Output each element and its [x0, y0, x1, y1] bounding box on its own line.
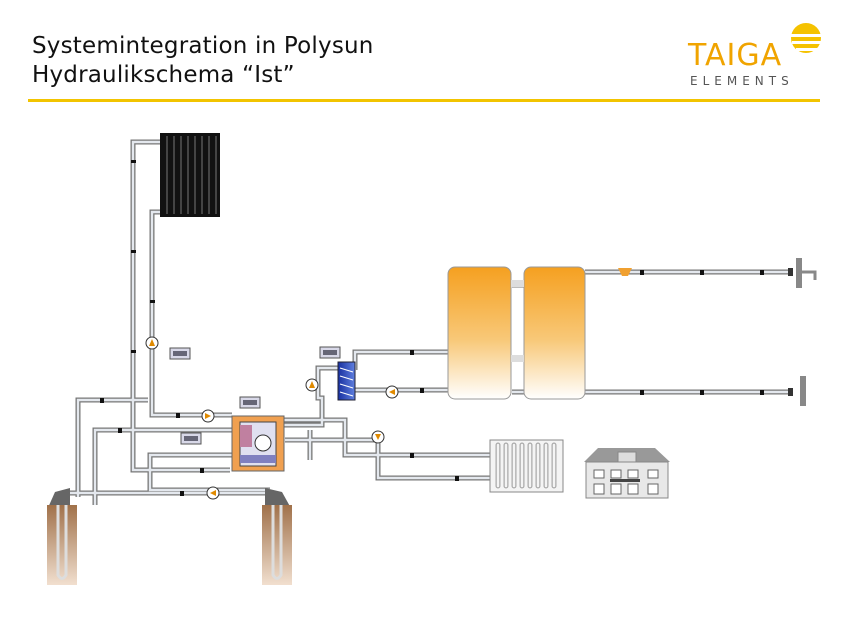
heat-exchanger-icon — [337, 361, 356, 401]
pump-icon — [385, 385, 399, 399]
storage-tank-icon — [447, 266, 586, 400]
page-title: Systemintegration in Polysun — [32, 33, 374, 59]
pump-icon — [206, 486, 220, 500]
controller-icon — [319, 346, 341, 359]
controller-icon — [239, 396, 261, 409]
sun-icon — [788, 23, 828, 53]
house-icon — [584, 448, 670, 499]
pump-icon — [145, 336, 159, 350]
logo-subtitle: ELEMENTS — [690, 74, 794, 88]
controller-icon — [180, 432, 202, 445]
controller-icon — [169, 347, 191, 360]
borehole-icon — [47, 488, 77, 585]
heat-pump-icon — [231, 415, 285, 472]
pump-icon — [305, 378, 319, 392]
tap-icon — [788, 258, 817, 288]
radiator-icon — [160, 133, 220, 217]
page-subtitle: Hydraulikschema “Ist” — [32, 62, 295, 88]
taiga-logo: TAIGA ELEMENTS — [680, 16, 830, 98]
pump-icon — [201, 409, 215, 423]
floor-heating-icon — [489, 439, 564, 493]
borehole-icon — [262, 488, 292, 585]
valve-icon — [618, 268, 632, 276]
logo-wordmark: TAIGA — [688, 38, 783, 73]
title-divider — [28, 99, 820, 102]
pump-icon — [371, 430, 385, 444]
tap-icon — [788, 376, 806, 406]
